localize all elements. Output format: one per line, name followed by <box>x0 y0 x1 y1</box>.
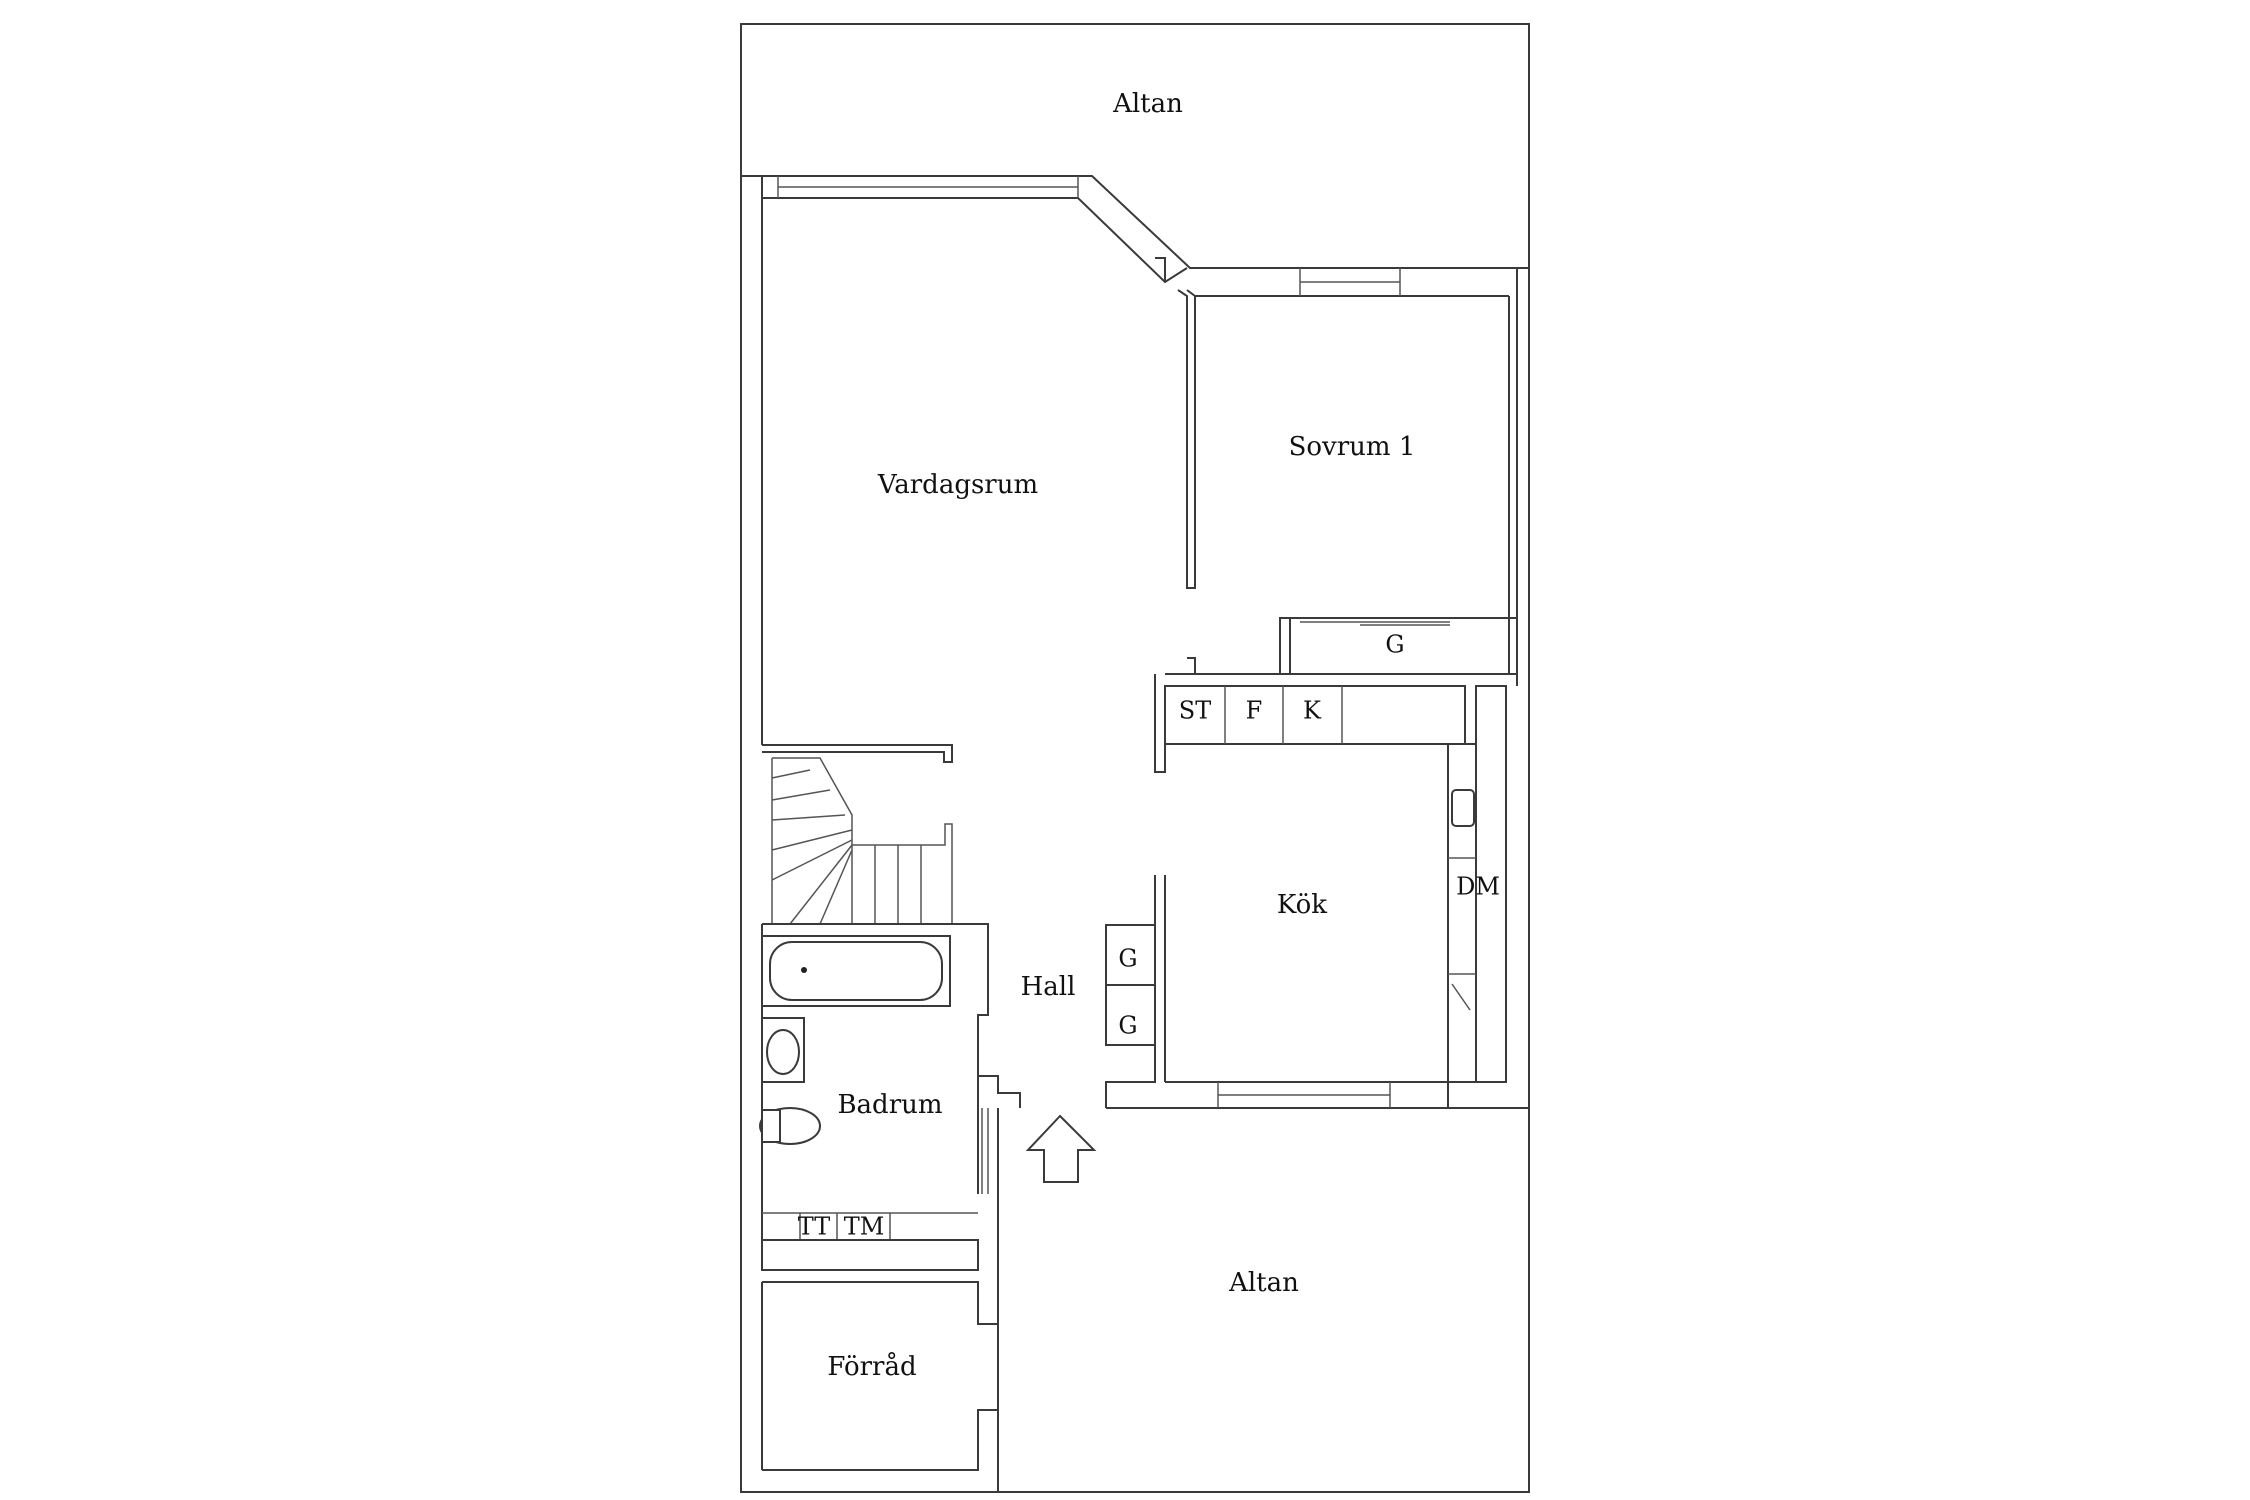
room-label-altan-bottom: Altan <box>1228 1268 1299 1298</box>
fixture-label-g-hall-2: G <box>1118 1012 1137 1040</box>
fixture-label-tt: TT <box>798 1213 830 1241</box>
building-walls <box>741 175 1529 1492</box>
outer-boundary <box>740 23 1530 1493</box>
fixture-label-k: K <box>1303 697 1322 725</box>
fixture-label-dm: DM <box>1456 873 1500 901</box>
room-label-forrad: Förråd <box>827 1351 916 1382</box>
room-label-hall: Hall <box>1021 972 1076 1002</box>
room-label-badrum: Badrum <box>837 1090 942 1120</box>
fixture-label-g-sovrum: G <box>1385 631 1404 659</box>
room-label-sovrum1: Sovrum 1 <box>1289 432 1416 462</box>
staircase <box>771 757 953 925</box>
room-label-kok: Kök <box>1277 890 1327 920</box>
room-label-altan-top: Altan <box>1112 89 1183 119</box>
fixture-label-f: F <box>1246 697 1263 725</box>
fixture-label-tm: TM <box>844 1213 885 1241</box>
entrance-arrow-icon <box>1025 1114 1097 1183</box>
fixture-label-st: ST <box>1179 697 1211 725</box>
room-label-vardagsrum: Vardagsrum <box>877 470 1038 500</box>
fixture-label-g-hall-1: G <box>1118 945 1137 973</box>
